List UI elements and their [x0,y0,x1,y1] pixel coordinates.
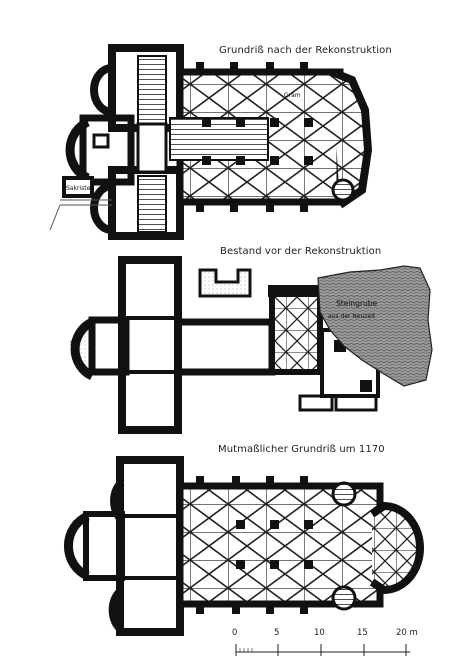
plan-title-circa-1170: Mutmaßlicher Grundriß um 1170 [218,444,385,455]
scale-label-20m: 20 m [396,628,418,638]
svg-text:S: S [70,340,74,347]
scale-label-15: 15 [357,628,368,638]
label-sakristei: Sakristei [66,185,92,192]
plan-title-before-reconstruction: Bestand vor der Rekonstruktion [220,246,382,257]
scale-bar [235,644,410,656]
label-gram: Gram [284,92,301,99]
plan-before-reconstruction: S 4 Steingrube aus der Neuzeit [70,256,433,434]
scale-label-0: 0 [232,628,238,638]
scale-label-10: 10 [314,628,325,638]
label-steingrube-neuzeit: aus der Neuzeit [328,313,376,320]
plan-reconstruction: Sakristei Gram [49,44,373,240]
plan-circa-1170 [64,456,424,636]
plan-title-reconstruction: Grundriß nach der Rekonstruktion [219,45,392,56]
label-steingrube: Steingrube [336,299,378,308]
scale-label-5: 5 [274,628,280,638]
